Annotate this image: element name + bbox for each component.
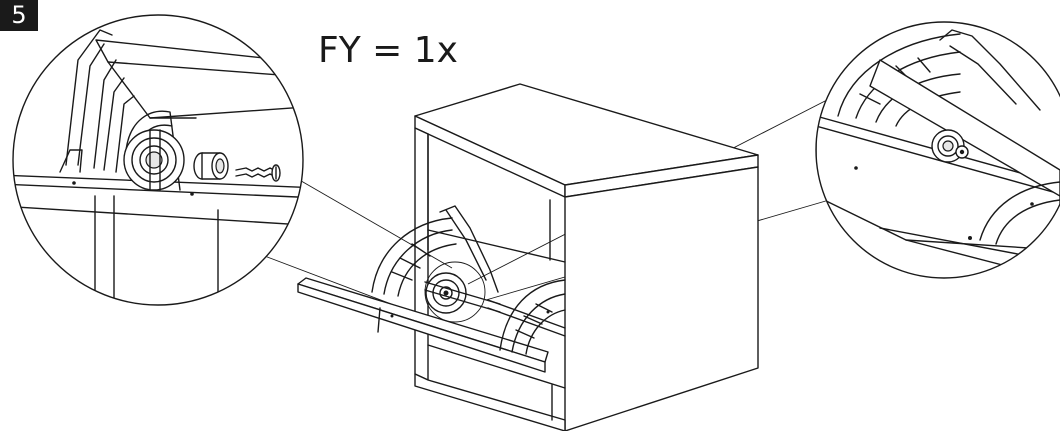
spacer-sleeve-part	[193, 152, 229, 180]
flap-hinge-mechanism-left	[371, 205, 501, 323]
cabinet-side-panel	[564, 166, 759, 431]
detail-magnifier-right	[815, 21, 1060, 279]
flap-door-front	[297, 283, 546, 373]
cabinet-bottom-rail	[414, 373, 566, 431]
flap-hinge-mechanism-right	[487, 279, 566, 355]
hardware-quantity-label: FY = 1x	[318, 30, 458, 71]
screw-part	[235, 164, 281, 182]
detail-magnifier-left	[12, 14, 304, 306]
cabinet-drawing	[297, 83, 759, 431]
step-number-badge: 5	[0, 0, 38, 31]
